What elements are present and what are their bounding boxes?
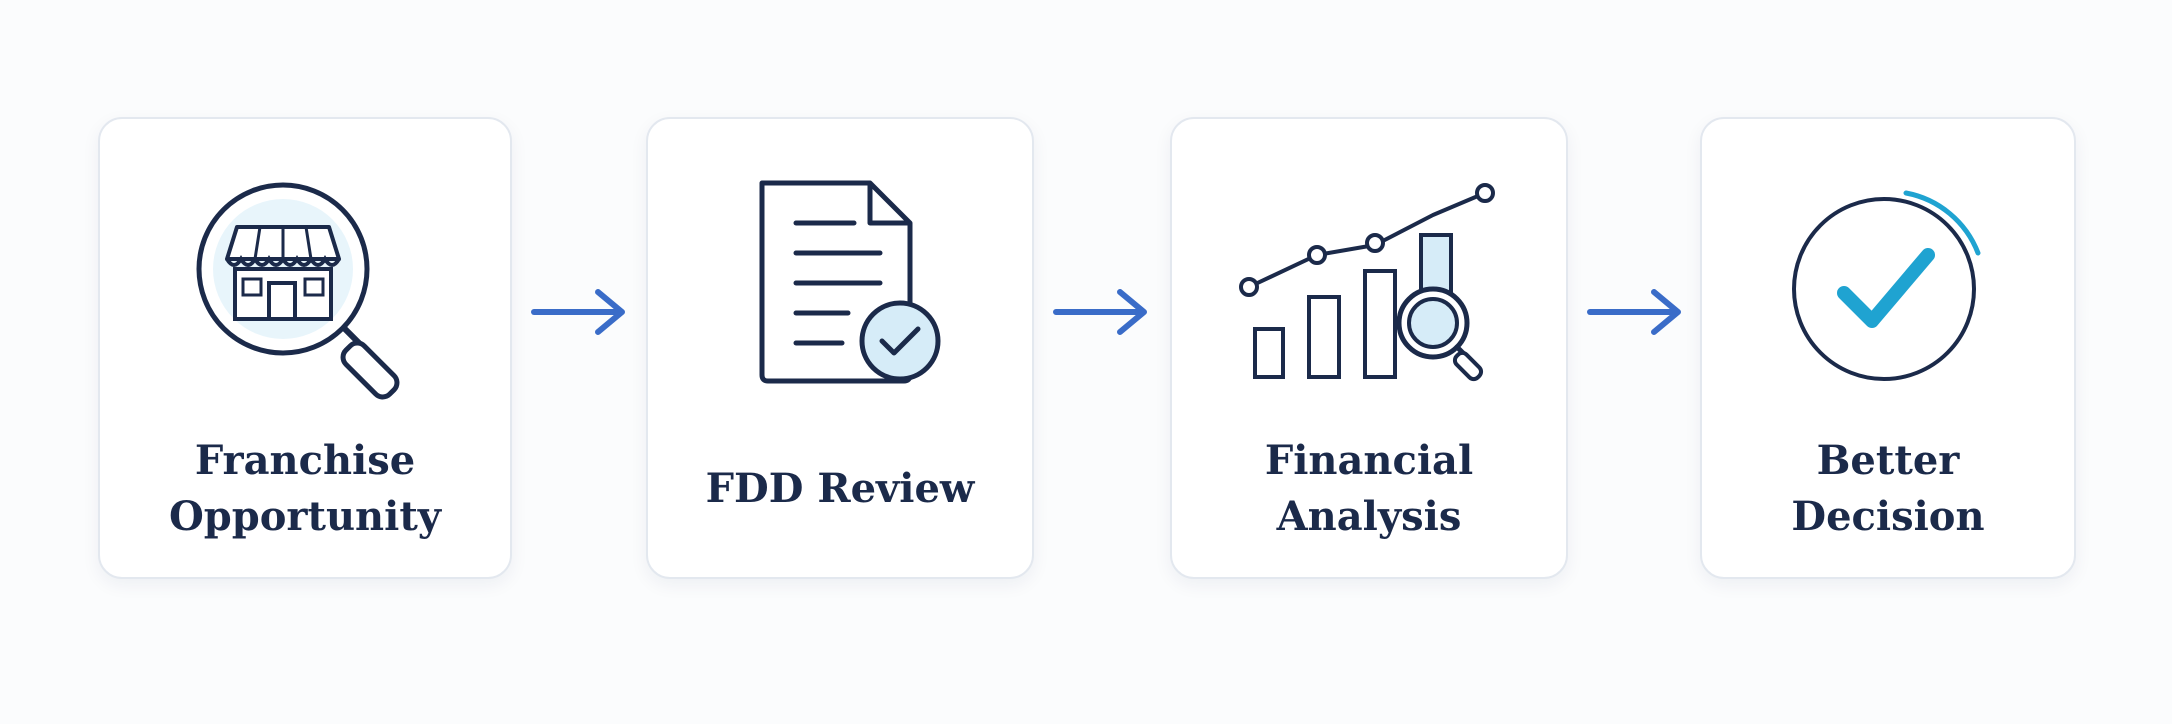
chart-magnifier-icon [1239,183,1495,382]
step-label: FDD Review [648,419,1032,559]
step-card-better-decision: Better Decision [1700,117,2076,579]
arrow-right-icon [1053,289,1147,335]
step-label: Better Decision [1702,419,2074,559]
step-label-line: Financial [1264,437,1474,484]
step-label: Franchise Opportunity [100,419,510,559]
arrow-right-icon [1587,289,1681,335]
arrow-right-icon [531,289,625,335]
step-label-line: Better [1816,437,1960,484]
step-card-financial-analysis: Financial Analysis [1170,117,1568,579]
step-label-line: Franchise [194,437,416,484]
document-check-icon [759,180,941,384]
step-label-line: Analysis [1276,493,1462,540]
step-label-line: Opportunity [168,493,442,540]
step-card-franchise-opportunity: Franchise Opportunity [98,117,512,579]
step-label: Financial Analysis [1172,419,1566,559]
storefront-magnifier-icon [196,182,400,400]
check-circle-icon [1792,190,1981,381]
step-card-fdd-review: FDD Review [646,117,1034,579]
step-label-line: Decision [1791,493,1985,540]
step-label-line: FDD Review [705,465,975,512]
